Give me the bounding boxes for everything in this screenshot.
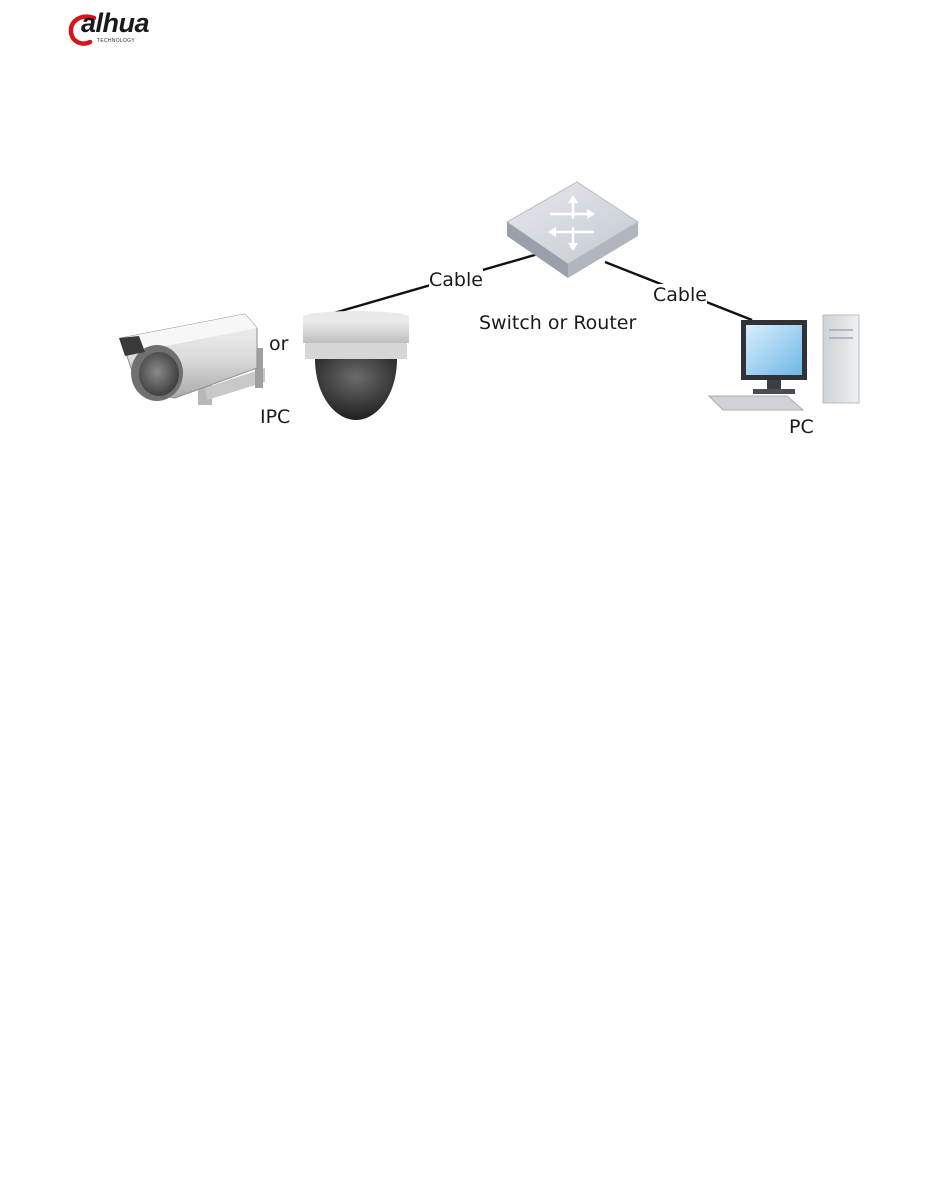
network-switch-icon: [507, 182, 638, 278]
logo-wordmark: alhua: [81, 8, 149, 39]
desktop-pc-icon: [709, 315, 859, 410]
cable-label-left: Cable: [429, 269, 483, 291]
pc-label: PC: [789, 416, 814, 438]
network-diagram: Cable Cable Switch or Router or IPC PC: [105, 170, 865, 460]
ipc-label: IPC: [260, 406, 290, 428]
dome-camera-icon: [303, 311, 409, 420]
switch-label: Switch or Router: [479, 312, 636, 334]
or-separator-label: or: [269, 333, 288, 355]
bullet-camera-icon: [119, 314, 265, 405]
logo-subtext: TECHNOLOGY: [97, 38, 135, 44]
brand-logo: alhua TECHNOLOGY: [68, 10, 178, 48]
cable-label-right: Cable: [653, 284, 707, 306]
